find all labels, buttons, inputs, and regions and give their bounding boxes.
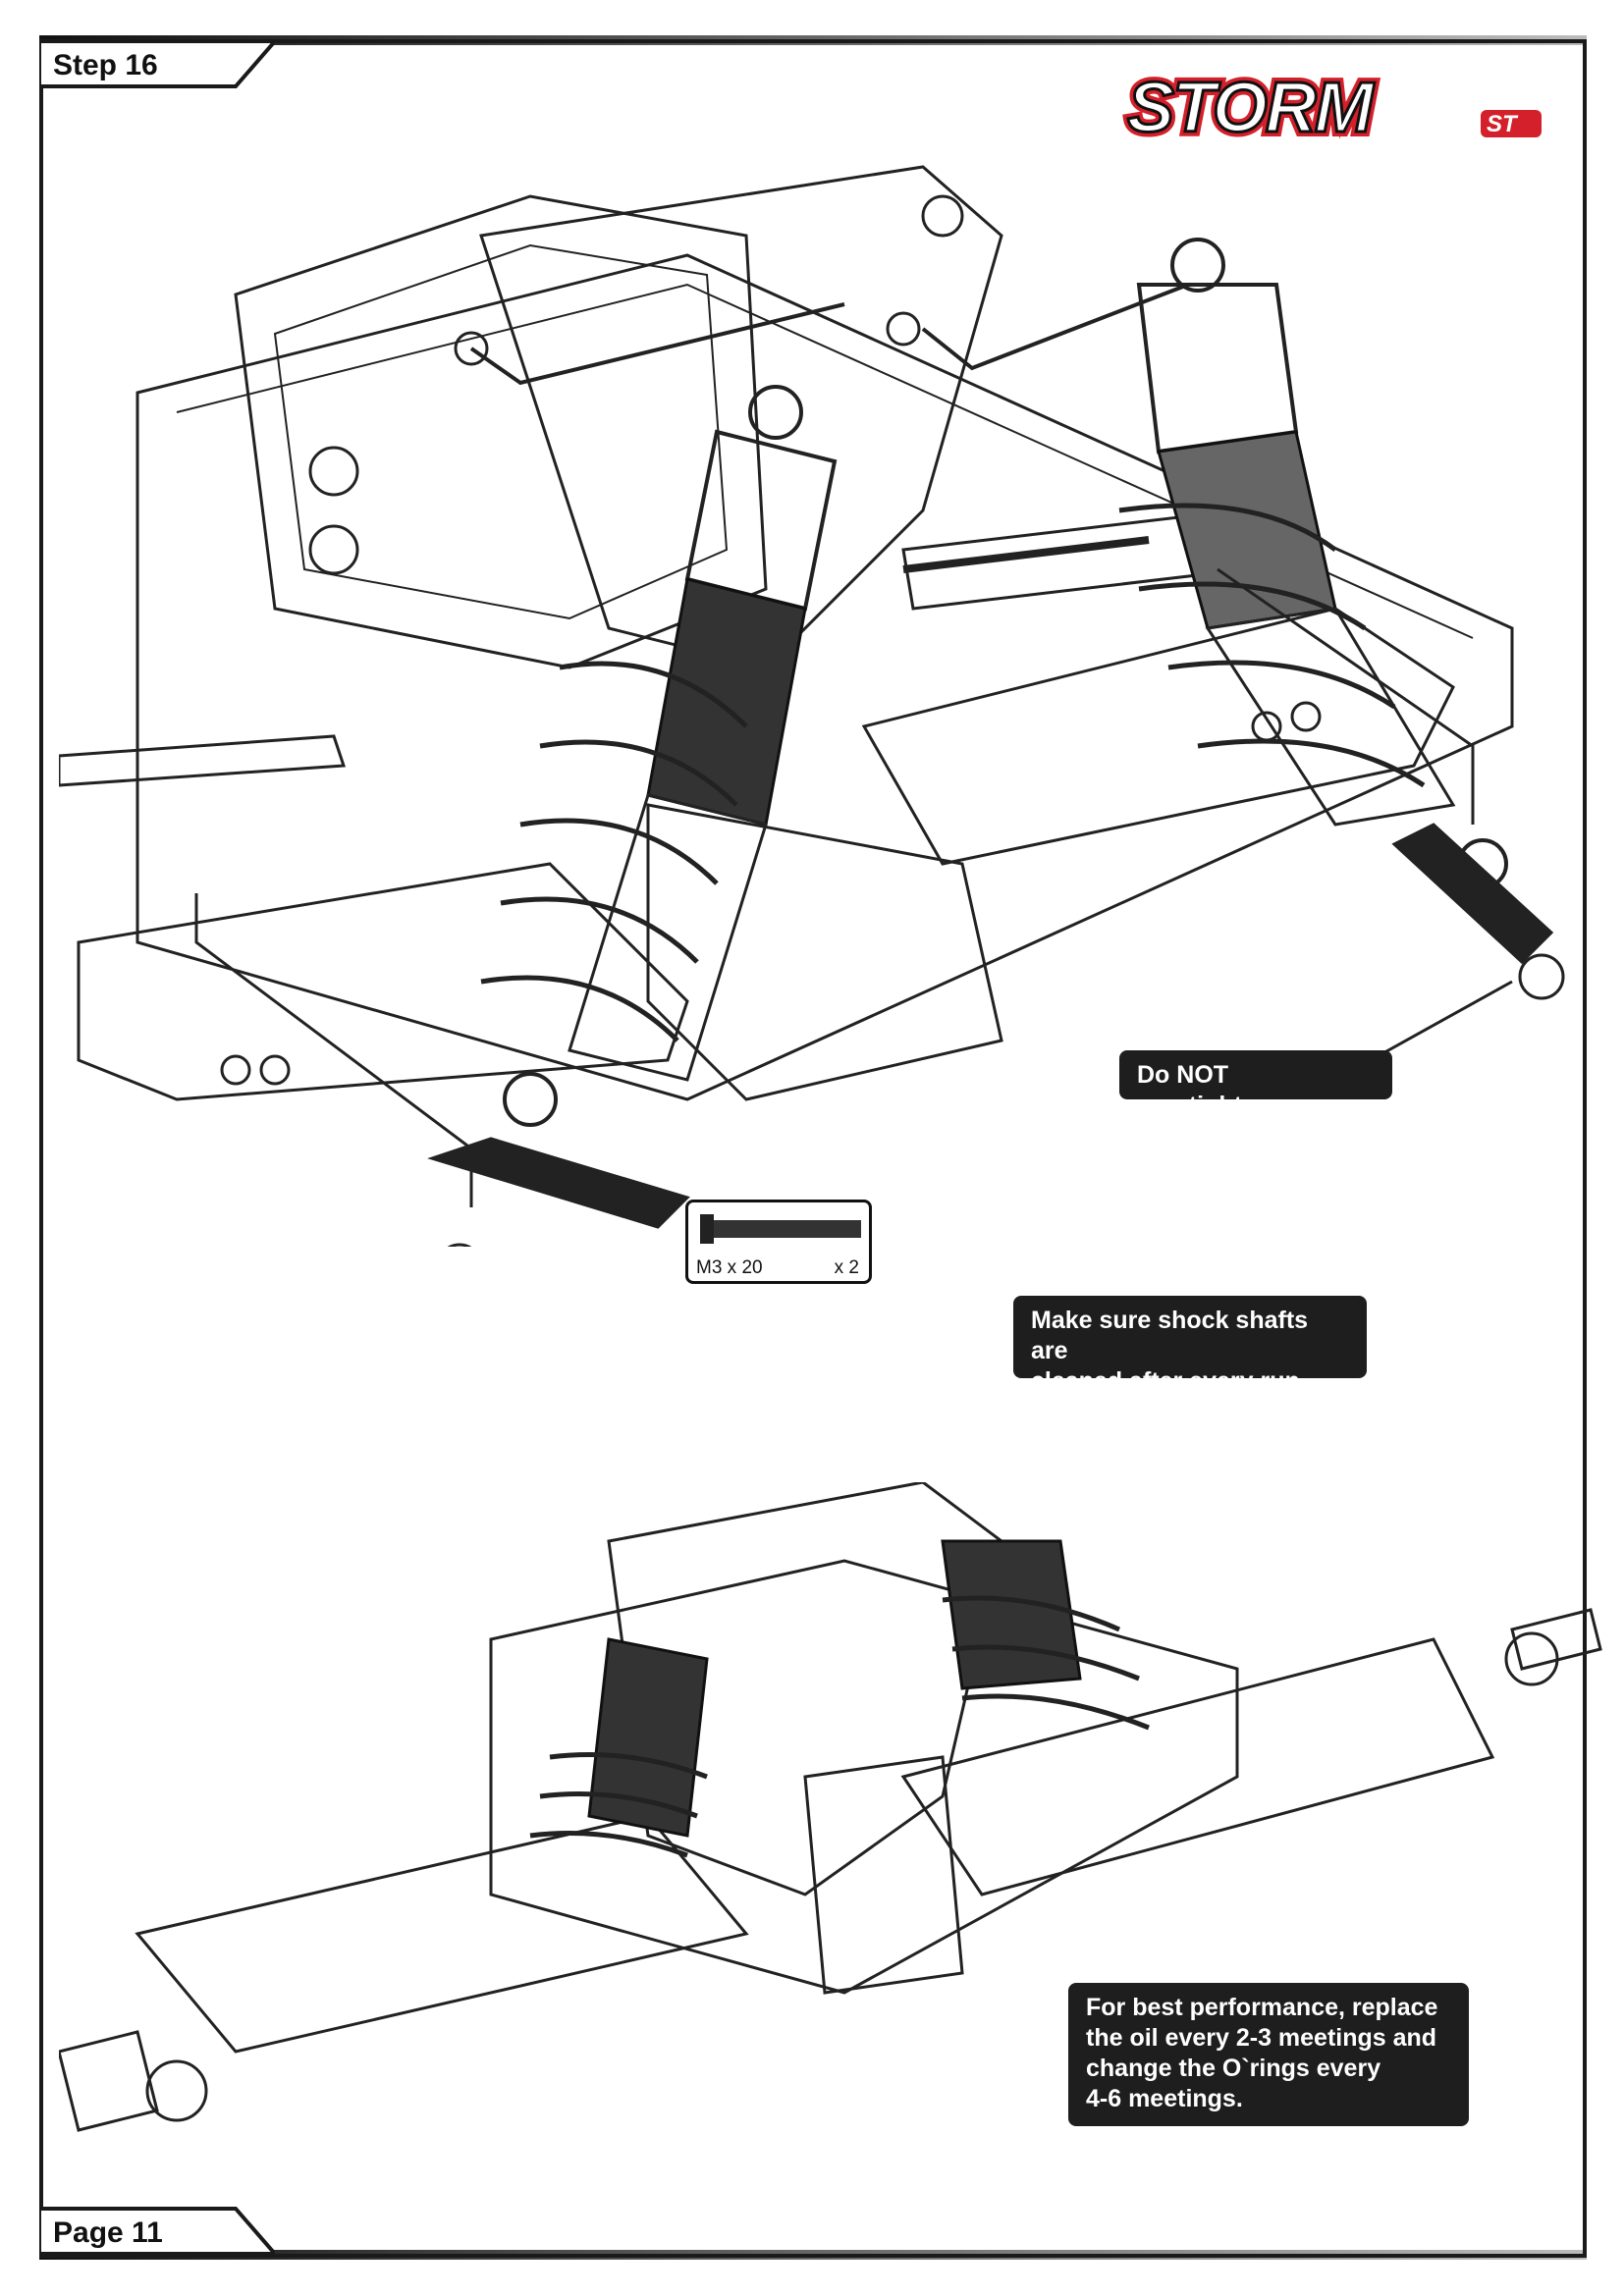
chassis-plate [489,1559,1239,1995]
note-line: change the O`rings every [1086,2055,1381,2082]
page-frame [39,39,1587,2258]
leader-line [921,283,1189,371]
page-label: Page 11 [53,2216,163,2249]
shock-absorber-left [529,1637,709,1858]
rear-suspension-exploded-drawing [59,165,1565,1247]
shock-tower [479,165,1003,669]
axle-left [59,2030,159,2132]
drive-shaft-right [902,536,1150,573]
shock-absorber-right [941,1539,1150,1731]
screw-size-label: M3 x 20 [696,1257,763,1278]
note-line: For best performance, replace [1086,1994,1438,2021]
page-tab-shape [39,2207,275,2254]
lower-arm-left [135,1814,749,2054]
note-line: Make sure shock shafts are [1031,1307,1309,1364]
screw-m3x20-left [427,1137,690,1229]
step-tab-shape [39,41,275,88]
leader-line [1217,567,1475,825]
ball-stud [454,331,489,366]
hub-right [1504,1631,1559,1686]
leader-line [194,893,473,1207]
shock-tower [607,1482,1003,1896]
gearbox-screw [308,446,359,497]
step-label: Step 16 [53,49,158,81]
rear-hub [646,803,1003,1101]
logo-suffix-badge [1481,110,1542,137]
shock-absorber-right [1118,238,1508,889]
hub-left [145,2059,208,2122]
note-overtighten: Do NOT overtighten. [1119,1050,1392,1119]
note-line: 4-6 meetings. [1086,2085,1243,2112]
screw-icon [700,1214,861,1244]
logo-suffix: ST [1487,111,1519,137]
parts-screw-box: M3 x 20 x 2 [685,1200,872,1284]
rear-suspension-assembled-drawing [59,1482,1602,2132]
note-line: cleaned after every run. [1031,1367,1307,1395]
lower-arm-right [861,607,1455,866]
note-line: the oil every 2-3 meetings and [1086,2024,1437,2052]
gearbox [234,194,768,669]
note-oil-change: For best performance, replace the oil ev… [1068,1983,1469,2126]
gearbox-screw [308,524,359,575]
screw-m3x20-right [1391,823,1554,965]
page-tab: Page 11 [39,2205,275,2254]
ball-stud [886,311,921,347]
drive-shaft-left [59,734,347,787]
screw-qty-label: x 2 [834,1257,859,1278]
logo-text-outline: STORM [1127,71,1376,147]
lower-arm-right [900,1637,1495,1896]
axle-right [1510,1608,1602,1671]
step-tab: Step 16 [39,41,275,90]
lower-arm-left [77,862,689,1101]
logo-text: STORM [1127,71,1376,147]
note-shock-shafts: Make sure shock shafts are cleaned after… [1013,1296,1367,1395]
storm-st-logo: STORM STORM ST [1119,64,1581,154]
shock-absorber-left [480,385,838,1127]
chassis-plate [135,253,1514,1101]
leader-line [469,302,845,386]
gearbox [803,1755,964,1995]
